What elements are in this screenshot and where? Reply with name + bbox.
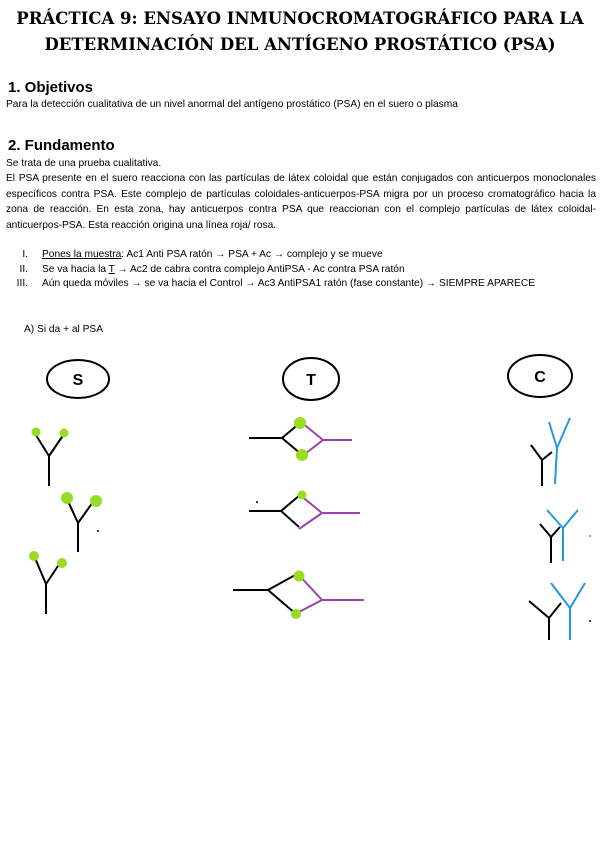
latex-particle <box>296 449 308 461</box>
latex-particle <box>293 570 305 582</box>
title-line-2: DETERMINACIÓN DEL ANTÍGENO PROSTÁTICO (P… <box>44 35 556 54</box>
list-item: II. Se va hacia la T → Ac2 de cabra cont… <box>6 263 596 278</box>
zone-t-label: T <box>306 372 316 389</box>
latex-particle <box>297 490 307 500</box>
c-antibody-1 <box>530 417 571 486</box>
list-item: III. Aún queda móviles → se va hacia el … <box>6 277 596 292</box>
zone-t-ellipse <box>282 357 340 401</box>
step-text: → Ac2 de cabra contra complejo AntiPSA -… <box>114 263 405 275</box>
list-item: I. Pones la muestra: Ac1 Anti PSA ratón … <box>6 248 596 263</box>
step-number: III. <box>16 278 28 289</box>
steps-list: I. Pones la muestra: Ac1 Anti PSA ratón … <box>6 248 596 292</box>
page-title: PRÁCTICA 9: ENSAYO INMUNOCROMATOGRÁFICO … <box>0 6 600 58</box>
step-text-before: Se va hacia la <box>42 263 109 275</box>
step-text: : Ac1 Anti PSA ratón → PSA + Ac → comple… <box>121 249 383 260</box>
latex-particle <box>61 492 73 504</box>
zone-s-ellipse <box>46 359 110 399</box>
objetivos-text: Para la detección cualitativa de un nive… <box>6 99 458 110</box>
step-underlined: Pones la muestra <box>42 249 122 260</box>
t-complex-3 <box>233 570 364 619</box>
fundamento-paragraph: El PSA presente en el suero reacciona co… <box>6 173 596 231</box>
heading-objetivos: 1. Objetivos <box>8 79 94 96</box>
step-underlined: T <box>108 263 115 275</box>
step-number: I. <box>22 249 28 260</box>
zone-s-label: S <box>73 372 84 389</box>
step-number: II. <box>19 263 29 275</box>
heading-fundamento: 2. Fundamento <box>8 137 115 154</box>
c-antibody-3 <box>528 582 591 640</box>
zone-c-ellipse <box>507 354 573 398</box>
latex-particle <box>90 495 102 507</box>
title-line-1: PRÁCTICA 9: ENSAYO INMUNOCROMATOGRÁFICO … <box>16 9 584 28</box>
s-antibody-3 <box>29 551 67 614</box>
latex-particle <box>31 427 41 437</box>
zone-c-label: C <box>534 369 546 386</box>
latex-particle <box>57 558 67 568</box>
latex-particle <box>291 609 301 619</box>
step-text: Aún queda móviles → se va hacia el Contr… <box>42 278 536 289</box>
t-complex-2 <box>249 490 360 530</box>
s-antibody-1 <box>31 427 69 486</box>
fundamento-line1: Se trata de una prueba cualitativa. <box>6 158 162 169</box>
s-antibody-2 <box>61 492 102 552</box>
latex-particle <box>294 417 306 429</box>
t-complex-1 <box>249 417 352 461</box>
latex-particle <box>29 551 39 561</box>
c-antibody-2 <box>539 509 591 563</box>
latex-particle <box>59 428 69 438</box>
case-a-label: A) Si da + al PSA <box>24 324 103 335</box>
